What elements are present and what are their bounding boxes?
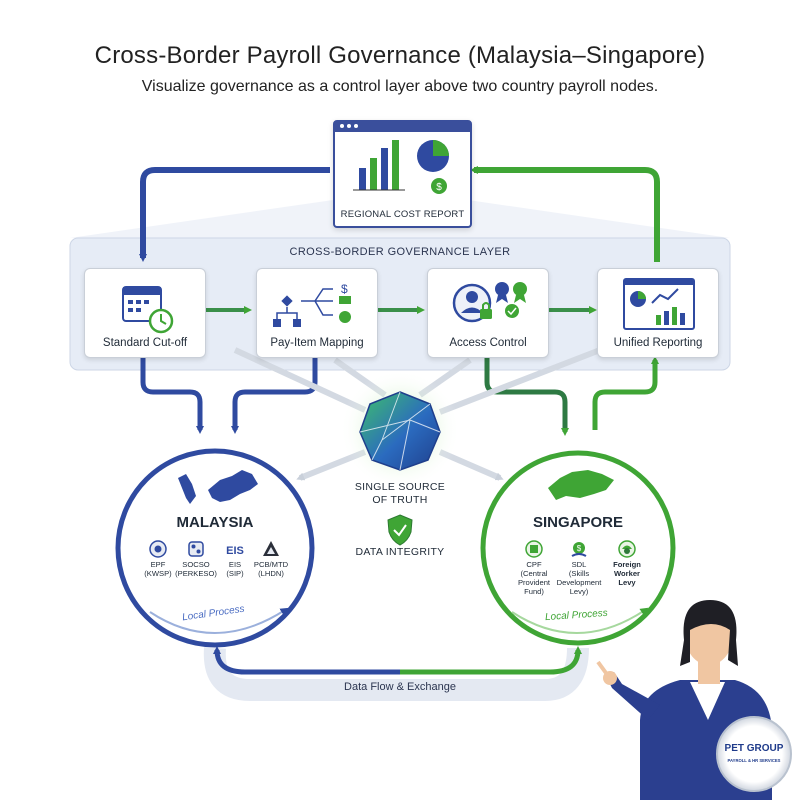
single-source-gem-icon [359, 391, 441, 471]
svg-text:$: $ [436, 182, 442, 193]
singapore-item-cpf: CPF (Central Provident Fund) [514, 540, 554, 596]
svg-text:$: $ [577, 544, 582, 553]
card-label: Unified Reporting [613, 337, 703, 349]
item-sub: (LHDN) [258, 569, 284, 578]
eis-logo-icon: EIS [226, 545, 244, 557]
item-name: SOCSO [182, 560, 210, 569]
single-source-label-1: SINGLE SOURCE [354, 481, 446, 493]
item-name: EPF [150, 560, 166, 569]
malaysia-item-epf: EPF (KWSP) [140, 540, 176, 578]
item-sub: (KWSP) [144, 569, 172, 578]
socso-logo-icon [188, 541, 204, 557]
calendar-clock-icon [122, 286, 174, 334]
item-sub2: Levy [618, 578, 636, 587]
single-source-label-2: OF TRUTH [372, 494, 428, 506]
governance-layer-label: CROSS-BORDER GOVERNANCE LAYER [289, 246, 511, 258]
card-access-control: Access Control [427, 268, 549, 358]
malaysia-item-eis: EIS EIS (SIP) [218, 540, 252, 578]
report-window-bar [335, 122, 470, 132]
item-name: Foreign [613, 560, 641, 569]
singapore-item-sdl: $ SDL (Skills Development Levy) [556, 540, 602, 596]
item-sub3: Fund) [524, 587, 544, 596]
arrow-reporting-to-report [470, 166, 660, 262]
page-title: Cross-Border Payroll Governance (Malaysi… [94, 42, 706, 69]
item-sub3: Levy) [569, 587, 589, 596]
data-integrity-label: DATA INTEGRITY [355, 546, 445, 558]
item-sub1: (Central [520, 569, 548, 578]
data-flow-arrow-right [400, 646, 582, 675]
singapore-title: SINGAPORE [532, 514, 623, 531]
arrow-report-to-cutoff [139, 167, 330, 262]
card-label: Standard Cut-off [102, 337, 188, 349]
epf-logo-icon [149, 540, 167, 558]
singapore-item-foreign-worker-levy: Foreign Worker Levy [606, 540, 648, 587]
user-lock-badge-icon [452, 282, 527, 323]
logo-title: PET GROUP [724, 743, 784, 754]
worker-helmet-icon [618, 540, 636, 558]
lhdn-logo-icon [263, 541, 279, 556]
singapore-local-arc [511, 607, 649, 634]
report-label: REGIONAL COST REPORT [340, 209, 465, 220]
singapore-map-icon [548, 470, 614, 500]
pet-group-logo: PET GROUP PAYROLL & HR SERVICES [716, 716, 792, 792]
arrow-singapore-to-reporting [592, 356, 659, 430]
malaysia-title: MALAYSIA [176, 514, 254, 531]
item-sub1: Worker [613, 569, 641, 578]
card-standard-cutoff: Standard Cut-off [84, 268, 206, 358]
malaysia-item-socso: SOCSO (PERKESO) [174, 540, 218, 578]
logo-subtitle: PAYROLL & HR SERVICES [727, 758, 781, 763]
card-label: Pay-Item Mapping [270, 337, 364, 349]
card-pay-item-mapping: $ Pay-Item Mapping [256, 268, 378, 358]
sdl-money-icon: $ [571, 542, 587, 557]
malaysia-map-icon [178, 470, 258, 504]
report-chart-icon: $ [353, 140, 449, 194]
arrow-cutoff-to-malaysia [140, 356, 204, 434]
item-name: EIS [228, 560, 242, 569]
malaysia-node-ring [115, 448, 315, 648]
malaysia-local-arc [149, 607, 289, 634]
card-label: Access Control [449, 337, 527, 349]
card-unified-reporting: Unified Reporting [597, 268, 719, 358]
item-sub2: Development [556, 578, 602, 587]
item-name: PCB/MTD [253, 560, 289, 569]
malaysia-item-pcb: PCB/MTD (LHDN) [250, 540, 292, 578]
item-sub1: (Skills [568, 569, 590, 578]
svg-text:$: $ [341, 282, 348, 296]
cpf-logo-icon [525, 540, 543, 558]
item-sub2: Provident [517, 578, 551, 587]
dashboard-chart-icon [623, 278, 695, 330]
data-flow-band [203, 647, 589, 701]
item-name: CPF [526, 560, 542, 569]
data-flow-label: Data Flow & Exchange [344, 681, 456, 693]
item-name: SDL [571, 560, 587, 569]
data-flow-arrow-left [213, 646, 400, 675]
data-integrity-shield-icon [387, 514, 413, 546]
regional-cost-report-panel: $ REGIONAL COST REPORT [333, 120, 472, 228]
arrow-access-to-singapore [484, 356, 569, 436]
flowchart-mapping-icon: $ [273, 282, 351, 327]
item-sub: (SIP) [226, 569, 244, 578]
item-sub: (PERKESO) [175, 569, 217, 578]
page-subtitle: Visualize governance as a control layer … [141, 78, 659, 95]
svg-text:EIS: EIS [226, 545, 244, 557]
